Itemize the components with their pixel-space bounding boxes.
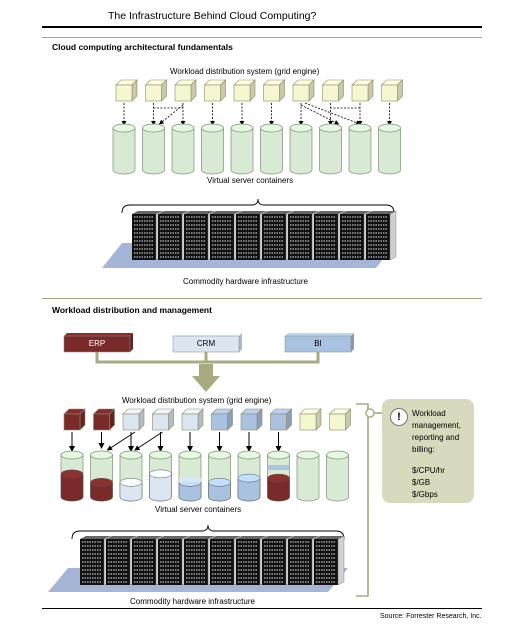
server-rack-2 bbox=[236, 535, 267, 586]
server-rack-2 bbox=[314, 535, 345, 586]
workload-block-2 bbox=[151, 408, 175, 431]
server-container-2 bbox=[296, 450, 320, 502]
hardware-brace bbox=[121, 198, 395, 214]
server-container bbox=[142, 123, 165, 175]
server-container-2 bbox=[208, 450, 231, 502]
workload-block bbox=[115, 79, 138, 102]
server-container-2 bbox=[267, 450, 290, 502]
hardware-brace-2 bbox=[71, 524, 345, 540]
server-container bbox=[112, 123, 136, 175]
server-container-2 bbox=[326, 450, 349, 502]
workload-block bbox=[292, 79, 315, 102]
workload-block bbox=[203, 79, 227, 102]
server-container-2 bbox=[119, 450, 143, 502]
workload-block-2 bbox=[299, 408, 322, 431]
server-rack bbox=[314, 210, 345, 261]
mixed-load bbox=[267, 465, 290, 470]
server-rack bbox=[340, 210, 371, 261]
app-crm-label: CRM bbox=[196, 339, 216, 348]
cross-dispatch bbox=[158, 104, 184, 125]
app-box-erp bbox=[63, 333, 133, 353]
server-container bbox=[230, 123, 254, 175]
server-rack-2 bbox=[262, 535, 293, 586]
workload-block-2 bbox=[210, 408, 234, 431]
figure-title: The Infrastructure Behind Cloud Computin… bbox=[108, 10, 317, 22]
workload-block bbox=[321, 79, 345, 102]
containers-label: Virtual server containers bbox=[207, 176, 294, 185]
grid-engine-label: Workload distribution system (grid engin… bbox=[170, 67, 320, 76]
cross-dispatch-2 bbox=[134, 431, 163, 451]
app-box-bi bbox=[284, 333, 354, 353]
exclamation-icon: ! bbox=[390, 408, 408, 426]
section1-rule bbox=[42, 37, 482, 38]
server-container bbox=[201, 123, 224, 175]
grid-engine-label-2: Workload distribution system (grid engin… bbox=[122, 396, 272, 405]
server-container-2 bbox=[149, 450, 172, 502]
server-rack bbox=[262, 210, 293, 261]
server-rack-2 bbox=[210, 535, 241, 586]
server-container-2 bbox=[90, 450, 113, 502]
billing-metrics: $/CPU/hr $/GB $/Gbps bbox=[412, 466, 445, 499]
server-rack bbox=[236, 210, 267, 261]
cross-dispatch-2 bbox=[106, 431, 136, 451]
app-connector bbox=[95, 352, 320, 364]
workload-block-2 bbox=[122, 408, 145, 431]
workload-block bbox=[144, 79, 168, 102]
cross-dispatch bbox=[300, 104, 340, 125]
workload-block-2 bbox=[181, 408, 204, 431]
mixed-load bbox=[179, 478, 201, 482]
server-rack bbox=[366, 210, 397, 261]
server-rack bbox=[158, 210, 189, 261]
server-container-2 bbox=[237, 450, 261, 502]
containers-label-2: Virtual server containers bbox=[155, 505, 242, 514]
title-rule bbox=[42, 26, 482, 28]
workload-block-2 bbox=[63, 408, 86, 431]
hardware-label-2: Commodity hardware infrastructure bbox=[130, 597, 255, 606]
billing-callout: ! Workload management, reporting and bil… bbox=[382, 399, 474, 503]
section2-rule bbox=[42, 298, 482, 299]
workload-block bbox=[262, 79, 286, 102]
section1-title: Cloud computing architectural fundamenta… bbox=[52, 42, 233, 52]
billing-heading: Workload management, reporting and billi… bbox=[412, 409, 461, 454]
workload-block bbox=[380, 79, 404, 102]
workload-block-2 bbox=[92, 408, 116, 431]
server-container-2 bbox=[60, 450, 84, 502]
workload-block bbox=[174, 79, 197, 102]
server-rack bbox=[288, 210, 319, 261]
server-container bbox=[260, 123, 283, 175]
server-container bbox=[319, 123, 342, 175]
workload-block-2 bbox=[269, 408, 293, 431]
app-box-crm bbox=[172, 333, 242, 353]
server-container bbox=[348, 123, 372, 175]
server-rack-2 bbox=[288, 535, 319, 586]
server-rack bbox=[210, 210, 241, 261]
billing-bracket bbox=[356, 403, 369, 597]
app-erp-label: ERP bbox=[88, 339, 106, 348]
server-rack bbox=[132, 210, 163, 261]
section2-title: Workload distribution and management bbox=[52, 305, 212, 315]
server-rack-2 bbox=[106, 535, 137, 586]
server-rack-2 bbox=[80, 535, 111, 586]
server-container bbox=[289, 123, 313, 175]
server-container bbox=[378, 123, 401, 175]
cross-dispatch bbox=[304, 102, 361, 125]
distribution-arrow bbox=[192, 364, 220, 392]
server-rack-2 bbox=[158, 535, 189, 586]
source-note: Source: Forrester Research, Inc. bbox=[380, 613, 482, 620]
hardware-label: Commodity hardware infrastructure bbox=[183, 277, 308, 286]
workload-block-2 bbox=[328, 408, 352, 431]
billing-node bbox=[365, 408, 375, 418]
server-rack-2 bbox=[132, 535, 163, 586]
server-container-2 bbox=[178, 450, 202, 502]
server-rack-2 bbox=[184, 535, 215, 586]
server-rack bbox=[184, 210, 215, 261]
app-bi-label: BI bbox=[314, 339, 322, 348]
workload-block-2 bbox=[240, 408, 263, 431]
bottom-rule bbox=[42, 608, 482, 609]
workload-block bbox=[351, 79, 374, 102]
workload-block bbox=[233, 79, 256, 102]
server-container bbox=[171, 123, 195, 175]
